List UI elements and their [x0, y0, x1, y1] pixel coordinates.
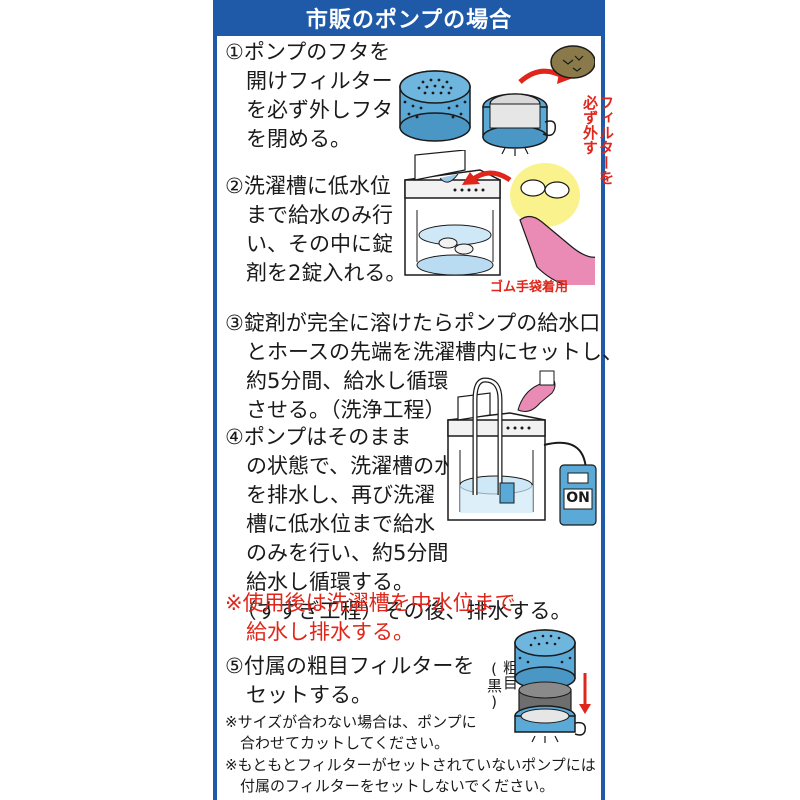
- remove-filter-label: フィルターを必ず外す: [581, 95, 615, 185]
- step-2-text: ②洗濯槽に低水位 まで給水のみ行 い、その中に錠 剤を2錠入れる。: [225, 174, 407, 285]
- note-no-filter: ※もともとフィルターがセットされていないポンプには 付属のフィルターをセットしな…: [225, 756, 596, 795]
- step-4-text: ④ポンプはそのまま の状態で、洗濯槽の水 を排水し、再び洗濯 槽に低水位まで給水…: [225, 425, 572, 623]
- note-size: ※サイズが合わない場合は、ポンプに 合わせてカットしてください。: [225, 713, 477, 752]
- gloves-label: ゴム手袋着用: [490, 280, 569, 295]
- on-button-label: ON: [566, 490, 590, 506]
- pump-lid-illustration: [399, 45, 595, 156]
- washer-tablets-illustration: [404, 150, 595, 285]
- warning-text: ※使用後は洗濯槽を中水位まで 給水し排水する。: [225, 591, 516, 644]
- panel-title: 市販のポンプの場合: [217, 0, 601, 36]
- step-3-text: ③錠剤が完全に溶けたらポンプの給水口 とホースの先端を洗濯槽内にセットし、 約5…: [225, 311, 623, 422]
- step-5-text: ⑤付属の粗目フィルターを セットする。: [225, 654, 475, 707]
- coarse-filter-illustration: [514, 629, 591, 743]
- pump-in-washer-illustration: [447, 370, 597, 526]
- step-1-text: ①ポンプのフタを 開けフィルター を必ず外しフタ を閉める。: [225, 40, 393, 151]
